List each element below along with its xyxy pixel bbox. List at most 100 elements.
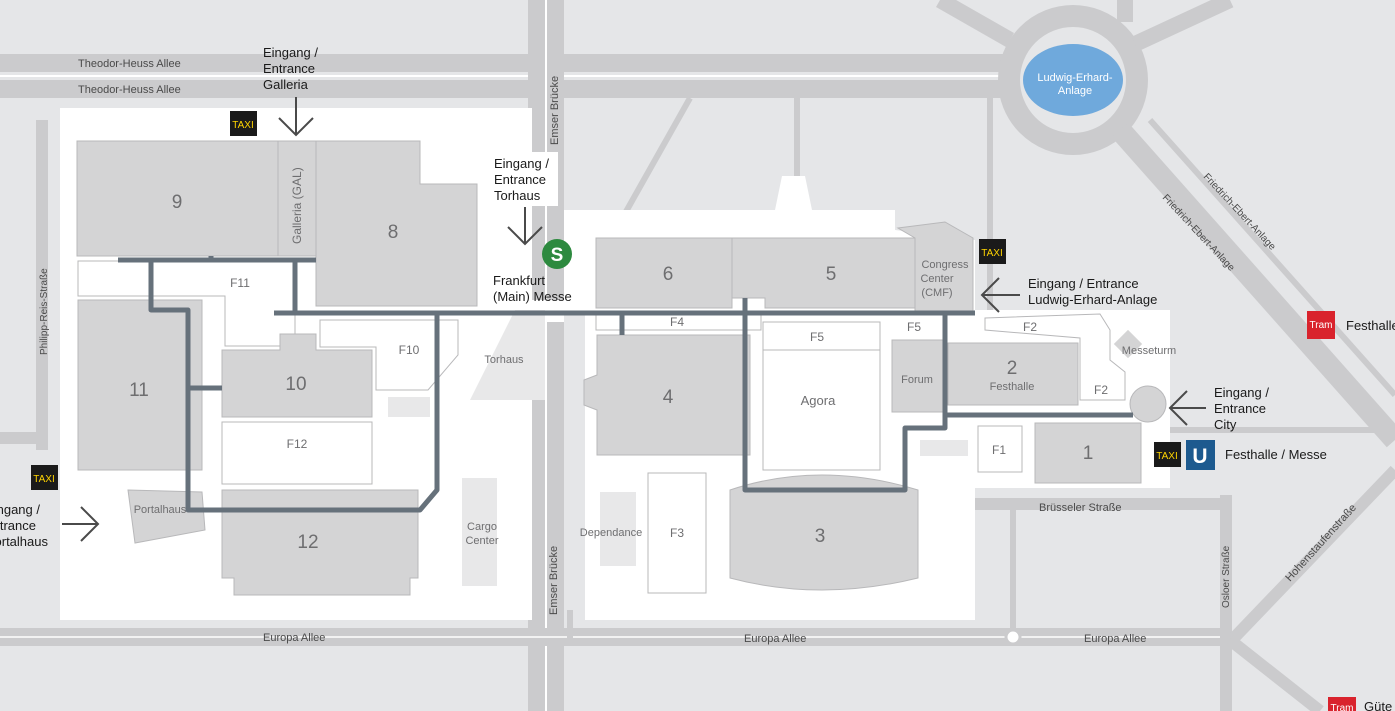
road-nw	[936, 0, 1014, 47]
svg-text:TAXI: TAXI	[981, 248, 1002, 259]
entrance-galleria-3: Galleria	[263, 77, 309, 92]
torhaus-label: Torhaus	[484, 354, 524, 366]
arrow-down-icon	[278, 97, 314, 137]
hall-galleria	[277, 140, 317, 257]
street-theodor-1: Theodor-Heuss Allee	[78, 58, 181, 70]
lake-label-1: Ludwig-Erhard-	[1037, 72, 1113, 84]
tram-icon	[1328, 697, 1356, 711]
taxi-badges: TAXI TAXI TAXI TAXI	[31, 111, 1181, 490]
festhalle-label: Festhalle	[990, 381, 1035, 393]
lake-ludwig-erhard	[1023, 44, 1123, 116]
street-emser-bottom: Emser Brücke	[548, 546, 560, 615]
hall-3	[729, 474, 919, 591]
taxi-icon: TAXI	[31, 465, 58, 490]
f2-label-1: F2	[1023, 320, 1037, 334]
entrance-portalhaus-2: Entrance	[0, 518, 36, 533]
dependance-label: Dependance	[580, 527, 642, 539]
sbahn-station: S Frankfurt (Main) Messe	[493, 239, 572, 304]
entrance-city-1: Eingang /	[1214, 385, 1269, 400]
roundabout-ludwig-erhard	[998, 5, 1148, 155]
road-theodor-heuss-north	[0, 54, 1010, 72]
cargo-label-2: Center	[465, 535, 498, 547]
area-f5-outline	[762, 321, 881, 351]
street-europa-3: Europa Allee	[1084, 633, 1146, 645]
walkway-west-a	[148, 262, 440, 513]
hall-12	[221, 489, 419, 596]
entrance-torhaus-bg	[488, 152, 558, 206]
road-friedrich-ebert-2	[1147, 118, 1395, 397]
street-philipp-reis: Philipp-Reis-Straße	[39, 268, 50, 355]
street-theodor-2: Theodor-Heuss Allee	[78, 84, 181, 96]
hall-8-label: 8	[388, 222, 399, 243]
tram-icon	[1307, 311, 1335, 339]
tram-guter: Tram Güte	[1328, 697, 1392, 711]
walkways	[118, 256, 1133, 513]
area-f2-outline	[984, 313, 1126, 401]
lake-label-2: Anlage	[1058, 85, 1092, 97]
hall-2	[947, 342, 1079, 406]
ubahn-icon	[1186, 440, 1215, 470]
f10-label: F10	[399, 343, 420, 357]
dependance	[600, 492, 636, 566]
f11-label: F11	[230, 276, 250, 290]
hall-labels: 9 Galleria (GAL) 8 F11 11 10 F10 Torhaus…	[129, 167, 1176, 553]
road-hohenstaufen	[1227, 465, 1395, 645]
svg-text:TAXI: TAXI	[1156, 451, 1177, 462]
hall-11-label: 11	[129, 380, 149, 401]
block-small	[388, 397, 430, 417]
hall-6-label: 6	[663, 264, 674, 285]
street-europa-2: Europa Allee	[744, 633, 806, 645]
halls	[76, 140, 1167, 596]
tram-festhalle: Tram Festhalle	[1307, 311, 1395, 339]
cargo-center	[462, 478, 497, 586]
entrance-galleria-2: Entrance	[263, 61, 315, 76]
street-hohenstaufen: Hohenstaufenstraße	[1283, 502, 1359, 584]
walkway-east-b	[742, 298, 948, 493]
entrance-portalhaus-3: Portalhaus	[0, 534, 48, 549]
agora	[762, 349, 881, 471]
f2-label-2: F2	[1094, 383, 1108, 397]
svg-text:Tram: Tram	[1310, 320, 1333, 331]
street-bruesseler: Brüsseler Straße	[1039, 502, 1122, 514]
agora-label: Agora	[801, 393, 836, 408]
hall-5	[731, 237, 916, 309]
congress-label-2: Center	[920, 273, 953, 285]
forum-label: Forum	[901, 374, 933, 386]
f5-label-2: F5	[907, 320, 921, 334]
hall-2-label: 2	[1007, 358, 1018, 379]
tram-festhalle-name: Festhalle	[1346, 318, 1395, 333]
area-f10-outline	[319, 319, 459, 391]
taxi-icon: TAXI	[979, 239, 1006, 264]
hall-11	[77, 299, 203, 471]
hall-1	[1034, 422, 1142, 484]
entrance-arrows	[62, 97, 1206, 542]
f12-label: F12	[287, 437, 308, 451]
entrance-galleria-1: Eingang /	[263, 45, 318, 60]
hall-10	[221, 333, 373, 418]
galleria-label: Galleria (GAL)	[290, 167, 304, 244]
entrance-ludwig-1: Eingang / Entrance	[1028, 276, 1139, 291]
svg-text:S: S	[551, 245, 564, 266]
torhaus-annex	[502, 372, 530, 400]
arrow-left-icon	[1168, 390, 1206, 426]
arrow-down-icon	[507, 207, 543, 246]
entrance-city-3: City	[1214, 417, 1237, 432]
f4-label: F4	[670, 315, 684, 329]
roundabout-small	[1004, 628, 1022, 646]
messeturm-label: Messeturm	[1122, 345, 1176, 357]
hall-8	[315, 140, 478, 307]
city-entrance-rotunda	[1129, 385, 1167, 423]
sbahn-icon	[542, 239, 572, 269]
hall-9-label: 9	[172, 192, 183, 213]
street-osloer: Osloer Straße	[1221, 545, 1232, 608]
svg-text:TAXI: TAXI	[33, 474, 54, 485]
ubahn-name: Festhalle / Messe	[1225, 447, 1327, 462]
entrance-torhaus-1: Eingang /	[494, 156, 549, 171]
entrance-torhaus-2: Entrance	[494, 172, 546, 187]
area-f1-outline	[977, 425, 1023, 473]
taxi-icon: TAXI	[1154, 442, 1181, 467]
road-philipp-reis	[36, 120, 48, 450]
road-friedrich-ebert	[1111, 122, 1395, 448]
entrance-ludwig-2: Ludwig-Erhard-Anlage	[1028, 292, 1157, 307]
